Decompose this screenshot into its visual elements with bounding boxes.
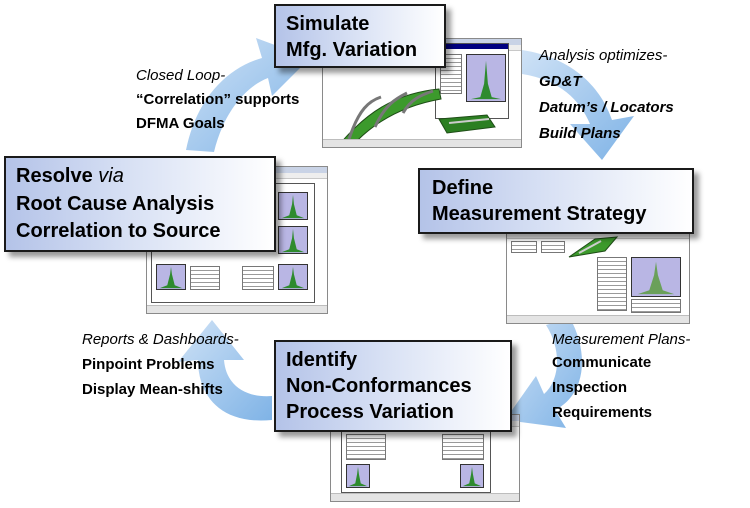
histogram-plot: [631, 257, 681, 297]
part-model: [568, 236, 619, 258]
resolve-title-line3: Correlation to Source: [16, 220, 221, 242]
identify-box: Identify Non-Conformances Process Variat…: [274, 340, 512, 432]
status-bar: [147, 305, 327, 313]
arrow-bottom-left: [178, 320, 272, 421]
stats-table: [242, 266, 274, 290]
stats-table: [631, 299, 681, 313]
reports-line1: Reports & Dashboards-: [82, 331, 239, 348]
arrow-top-right: [522, 50, 634, 160]
resolve-title-line1: Resolve via: [16, 164, 124, 189]
fuselage-part: [337, 88, 496, 146]
closed-loop-line1: Closed Loop-: [136, 67, 226, 84]
histogram-plot: [278, 226, 308, 254]
histogram-plot: [466, 54, 506, 102]
analysis-line3: Datum’s / Locators: [539, 99, 674, 116]
simulate-title-line1: Simulate: [286, 13, 370, 35]
simulate-title-line2: Mfg. Variation: [286, 39, 418, 61]
closed-loop-line3: DFMA Goals: [136, 115, 225, 132]
histogram-plot: [460, 464, 484, 488]
resolve-via: via: [98, 165, 124, 187]
measurement-screenshot: [506, 226, 690, 324]
identify-title-line2: Non-Conformances: [286, 375, 472, 397]
reports-line2: Pinpoint Problems: [82, 356, 215, 373]
stats-table: [541, 241, 565, 253]
identify-title-line1: Identify: [286, 349, 358, 371]
measurement-line4: Requirements: [552, 404, 653, 421]
status-bar: [331, 493, 519, 501]
define-title-line2: Measurement Strategy: [432, 203, 647, 225]
arrow-right: [505, 318, 582, 428]
stats-table: [442, 434, 484, 460]
measurement-line2: Communicate: [552, 354, 652, 371]
histogram-plot: [278, 264, 308, 290]
stats-table: [597, 257, 627, 311]
resolve-word: Resolve: [16, 165, 93, 187]
resolve-box: Resolve via Root Cause Analysis Correlat…: [4, 156, 276, 252]
stats-table: [511, 241, 537, 253]
measurement-line3: Inspection: [552, 379, 628, 396]
stats-table: [346, 434, 386, 460]
histogram-plot: [278, 192, 308, 220]
define-box: Define Measurement Strategy: [418, 168, 694, 234]
resolve-title-line2: Root Cause Analysis: [16, 193, 215, 215]
reports-line3: Display Mean-shifts: [82, 381, 223, 398]
measurement-line1: Measurement Plans-: [552, 331, 691, 348]
histogram-plot: [346, 464, 370, 488]
analysis-line4: Build Plans: [539, 125, 621, 142]
histogram-plot: [156, 264, 186, 290]
closed-loop-line2: “Correlation” supports: [136, 91, 300, 108]
analysis-line1: Analysis optimizes-: [539, 47, 668, 64]
panel-header: [436, 44, 508, 49]
define-title-line1: Define: [432, 177, 494, 199]
analysis-line2: GD&T: [539, 73, 582, 90]
status-bar: [323, 139, 521, 147]
simulate-box: Simulate Mfg. Variation: [274, 4, 446, 68]
stats-table: [190, 266, 220, 290]
identify-title-line3: Process Variation: [286, 401, 454, 423]
report-page: [341, 429, 491, 493]
status-bar: [507, 315, 689, 323]
